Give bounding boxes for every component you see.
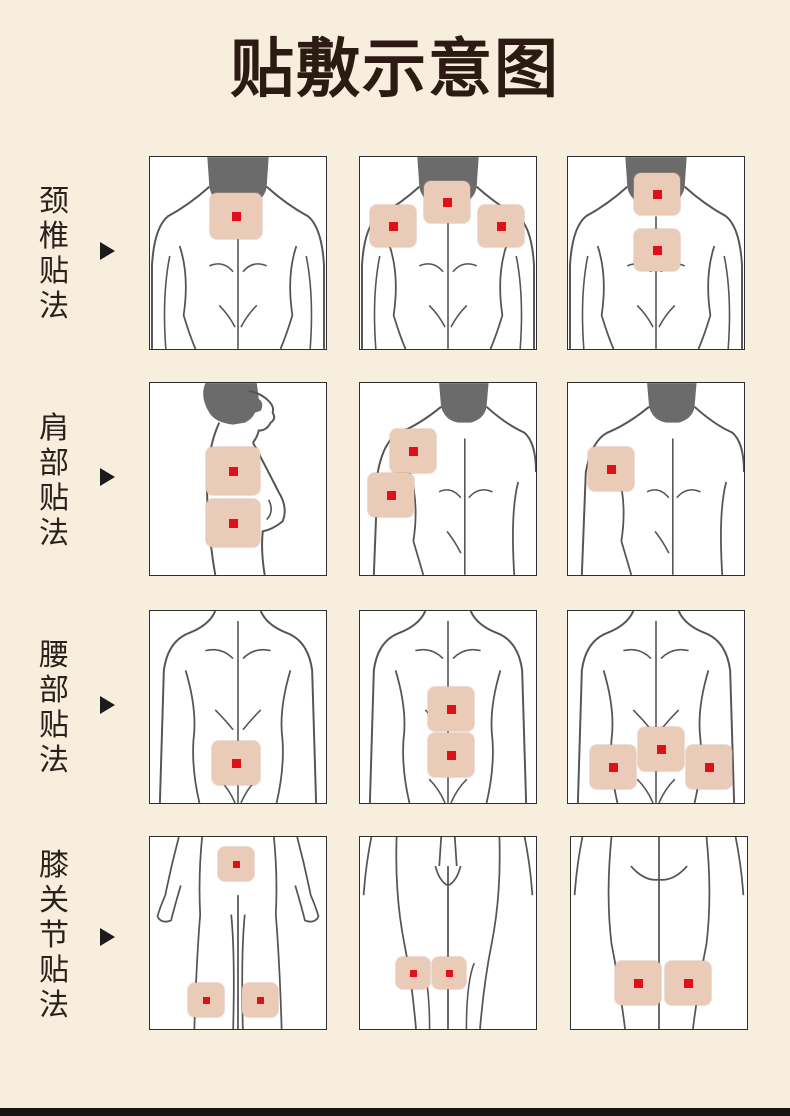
diagram-knee-2 bbox=[359, 836, 537, 1030]
label-char: 贴 bbox=[39, 953, 69, 988]
patch-dot bbox=[428, 687, 474, 731]
patch-dot bbox=[478, 205, 524, 247]
patch-dot bbox=[634, 229, 680, 271]
patch-dot bbox=[615, 961, 661, 1005]
patch-dot bbox=[206, 447, 260, 495]
patch-dot bbox=[370, 205, 416, 247]
row-label-knee: 膝 关 节 贴 法 bbox=[30, 848, 78, 1023]
patch-dot bbox=[396, 957, 430, 989]
patch-dot bbox=[588, 447, 634, 491]
label-char: 膝 bbox=[39, 848, 69, 883]
row-label-shoulder: 肩 部 贴 法 bbox=[30, 411, 78, 551]
arrow-icon bbox=[100, 928, 115, 946]
front-legs-figure bbox=[362, 837, 534, 1029]
patch-dot bbox=[206, 499, 260, 547]
patch-dot bbox=[210, 193, 262, 239]
patch-dot bbox=[212, 741, 260, 785]
label-char: 关 bbox=[39, 883, 69, 918]
back-legs-figure bbox=[156, 837, 320, 1029]
patch-dot bbox=[424, 181, 470, 223]
patch-dot bbox=[390, 429, 436, 473]
diagram-shoulder-1 bbox=[149, 382, 327, 576]
back-legs-figure bbox=[573, 837, 745, 1029]
patch-dot bbox=[638, 727, 684, 771]
label-char: 节 bbox=[39, 918, 69, 953]
diagram-neck-1 bbox=[149, 156, 327, 350]
label-char: 部 bbox=[39, 673, 69, 708]
page-title: 贴敷示意图 bbox=[230, 33, 560, 107]
arrow-icon bbox=[100, 468, 115, 486]
label-char: 腰 bbox=[39, 638, 69, 673]
label-char: 法 bbox=[39, 988, 69, 1023]
patch-dot bbox=[665, 961, 711, 1005]
diagram-knee-1 bbox=[149, 836, 327, 1030]
label-char: 部 bbox=[39, 446, 69, 481]
label-char: 法 bbox=[39, 289, 69, 324]
patch-dot bbox=[686, 745, 732, 789]
diagram-knee-3 bbox=[570, 836, 748, 1030]
arrow-icon bbox=[100, 696, 115, 714]
label-char: 贴 bbox=[39, 481, 69, 516]
patch-dot bbox=[428, 733, 474, 777]
label-char: 肩 bbox=[39, 411, 69, 446]
patch-dot bbox=[368, 473, 414, 517]
diagram-waist-3 bbox=[567, 610, 745, 804]
row-label-waist: 腰 部 贴 法 bbox=[30, 638, 78, 778]
label-char: 贴 bbox=[39, 254, 69, 289]
diagram-shoulder-3 bbox=[567, 382, 745, 576]
patch-dot bbox=[634, 173, 680, 215]
arrow-icon bbox=[100, 242, 115, 260]
patch-dot bbox=[218, 847, 254, 881]
label-char: 颈 bbox=[39, 184, 69, 219]
diagram-shoulder-2 bbox=[359, 382, 537, 576]
label-char: 法 bbox=[39, 743, 69, 778]
label-char: 椎 bbox=[39, 219, 69, 254]
patch-dot bbox=[242, 983, 278, 1017]
back-torso-figure bbox=[158, 611, 318, 803]
patch-dot bbox=[432, 957, 466, 989]
label-char: 贴 bbox=[39, 708, 69, 743]
diagram-neck-3 bbox=[567, 156, 745, 350]
upper-back-figure bbox=[150, 157, 326, 349]
upper-back-figure bbox=[580, 383, 744, 575]
bottom-border bbox=[0, 1108, 790, 1116]
patch-dot bbox=[590, 745, 636, 789]
diagram-neck-2 bbox=[359, 156, 537, 350]
label-char: 法 bbox=[39, 516, 69, 551]
row-label-neck: 颈 椎 贴 法 bbox=[30, 184, 78, 324]
diagram-waist-1 bbox=[149, 610, 327, 804]
patch-dot bbox=[188, 983, 224, 1017]
diagram-waist-2 bbox=[359, 610, 537, 804]
